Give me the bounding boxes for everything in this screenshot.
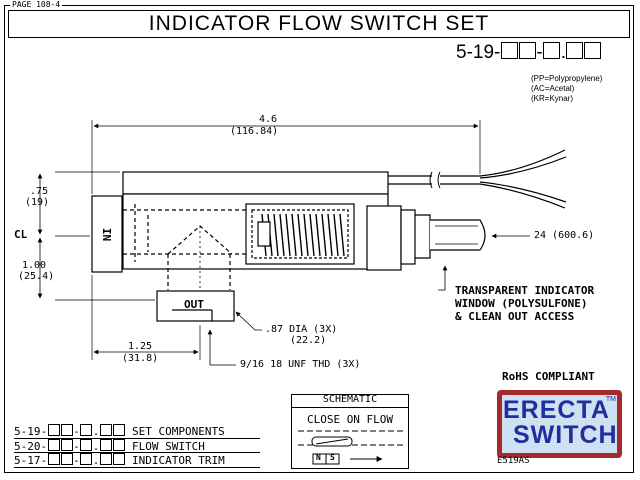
- logo-text: ERECTA: [503, 396, 610, 424]
- part-number-box: [518, 42, 536, 59]
- part-number-box: [566, 42, 584, 59]
- lead-wire: [479, 183, 566, 209]
- drawing-frame: [4, 5, 634, 473]
- diameter-inch: .87 DIA (3X): [265, 324, 338, 335]
- window-callout: TRANSPARENT INDICATOR WINDOW (POLYSULFON…: [455, 284, 594, 323]
- rohs-label: RoHS COMPLIANT: [502, 370, 595, 383]
- model-code: E519AS: [497, 456, 530, 466]
- table-desc: FLOW SWITCH: [132, 440, 205, 453]
- length-mm: (116.84): [230, 126, 279, 137]
- material-legend: (PP=Polypropylene) (AC=Acetal) (KR=Kynar…: [531, 74, 602, 104]
- centerline-label: CL: [14, 228, 28, 241]
- material-kr: (KR=Kynar): [531, 94, 574, 103]
- table-prefix: 5-19-: [14, 425, 48, 438]
- outlet-fitting: [156, 290, 235, 322]
- window-callout-line: TRANSPARENT INDICATOR: [455, 284, 595, 297]
- clean-out-cap: [366, 205, 402, 271]
- top-mm: (19): [25, 197, 50, 208]
- trademark-mark: TM: [605, 396, 616, 403]
- page-label: PAGE 108-4: [10, 0, 63, 9]
- outlet-label: OUT: [184, 298, 204, 311]
- erecta-switch-logo: ERECTA SWITCH TM: [497, 390, 622, 458]
- diameter-mm: (22.2): [290, 335, 327, 346]
- table-prefix: 5-17-: [14, 454, 48, 467]
- table-desc: SET COMPONENTS: [132, 425, 225, 438]
- part-number-dot: .: [560, 42, 566, 63]
- window-callout-line: WINDOW (POLYSULFONE): [455, 297, 588, 310]
- lead-length: 24 (600.6): [534, 230, 595, 241]
- table-row: 5-20--. FLOW SWITCH: [14, 438, 260, 453]
- part-number: 5-19- -.: [456, 42, 602, 64]
- page-title: INDICATOR FLOW SWITCH SET: [8, 10, 630, 38]
- table-prefix: 5-20-: [14, 440, 48, 453]
- schematic-north: N: [316, 453, 321, 462]
- logo-text: SWITCH: [513, 421, 618, 449]
- table-row: 5-19--. SET COMPONENTS: [14, 424, 225, 438]
- top-inch: .75: [30, 186, 49, 197]
- port-spacing-inch: 1.25: [128, 341, 153, 352]
- schematic-subtitle: CLOSE ON FLOW: [306, 413, 394, 426]
- schematic-box: SCHEMATIC CLOSE ON FLOW N S: [291, 394, 409, 469]
- part-number-dash: -: [536, 42, 543, 63]
- table-desc: INDICATOR TRIM: [132, 454, 225, 467]
- thread-spec: 9/16 18 UNF THD (3X): [240, 359, 361, 370]
- material-pp: (PP=Polypropylene): [531, 74, 603, 83]
- part-number-box: [584, 42, 602, 59]
- height-inch: 1.00: [22, 260, 47, 271]
- schematic-title: SCHEMATIC: [322, 394, 378, 405]
- lead-wire: [479, 149, 566, 177]
- port-spacing-mm: (31.8): [122, 353, 159, 364]
- indicator-probe: [430, 219, 486, 251]
- material-ac: (AC=Acetal): [531, 84, 575, 93]
- part-number-prefix: 5-19-: [456, 42, 501, 63]
- schematic-symbol: [298, 430, 404, 465]
- schematic-south: S: [330, 453, 335, 462]
- window-callout-line: & CLEAN OUT ACCESS: [455, 310, 575, 323]
- length-inch: 4.6: [259, 114, 278, 125]
- inlet-label: IN: [100, 227, 114, 242]
- part-number-box: [543, 42, 561, 59]
- inlet-fitting: [91, 195, 123, 273]
- body-housing: [122, 171, 389, 195]
- table-row: 5-17--. INDICATOR TRIM: [14, 452, 260, 468]
- part-number-box: [500, 42, 518, 59]
- height-mm: (25.4): [18, 271, 55, 282]
